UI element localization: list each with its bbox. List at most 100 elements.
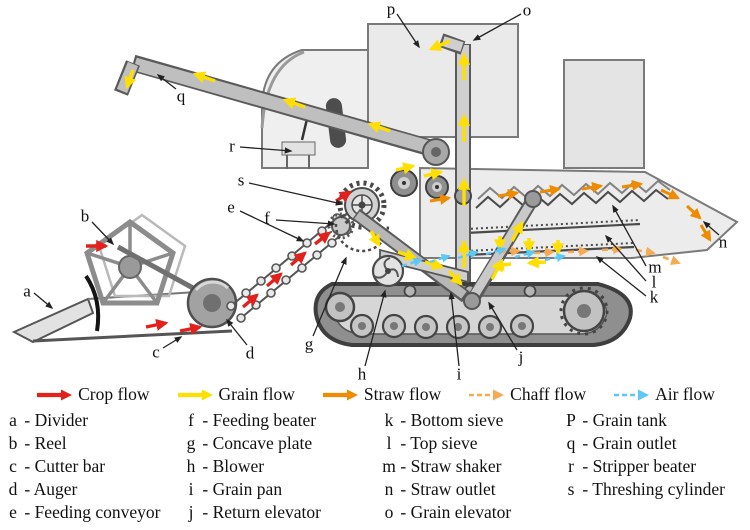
- grain-flow-arrow-icon: [177, 389, 213, 400]
- part-label-d: d: [245, 343, 255, 363]
- part-entry-P: P - Grain tank: [564, 409, 750, 432]
- blower: [371, 254, 405, 288]
- part-label-l: l: [651, 272, 657, 292]
- part-entry-i: i - Grain pan: [184, 478, 382, 501]
- engine-box: [563, 59, 645, 169]
- part-key: m: [382, 456, 396, 476]
- part-entry-o: o - Grain elevator: [382, 501, 564, 524]
- part-name: Auger: [33, 479, 78, 499]
- part-separator: -: [396, 433, 411, 453]
- legend-item-straw_flow: Straw flow: [321, 384, 441, 405]
- chaff-flow-arrow-icon: [469, 389, 505, 400]
- legend-label: Grain flow: [218, 384, 295, 404]
- part-label-j: j: [518, 347, 524, 367]
- grain-flow-arrows: [124, 39, 565, 286]
- part-separator: -: [20, 502, 35, 522]
- part-separator: -: [396, 479, 411, 499]
- part-key: q: [566, 433, 576, 453]
- part-name: Grain outlet: [592, 433, 677, 453]
- part-key: d: [8, 479, 18, 499]
- part-name: Blower: [212, 456, 265, 476]
- part-name: Grain elevator: [410, 502, 512, 522]
- part-key: P: [566, 410, 576, 430]
- part-entry-j: j - Return elevator: [184, 501, 382, 524]
- air-flow-arrow-icon: [614, 389, 650, 400]
- part-label-g: g: [304, 334, 314, 354]
- flow-legend: Crop flow Grain flow Straw flow Chaff flow A…: [0, 381, 750, 408]
- part-entry-n: n - Straw outlet: [382, 478, 564, 501]
- part-name: Cutter bar: [34, 456, 106, 476]
- part-separator: -: [198, 410, 213, 430]
- legend-label: Straw flow: [363, 384, 442, 404]
- part-key: s: [567, 479, 575, 499]
- part-entry-k: k - Bottom sieve: [382, 409, 564, 432]
- console-stand: [281, 141, 316, 156]
- label-leader-lines: [33, 13, 720, 367]
- part-key: a: [9, 410, 17, 430]
- part-label-n: n: [718, 232, 728, 252]
- part-key: r: [568, 456, 574, 476]
- part-key: j: [188, 502, 194, 522]
- part-label-b: b: [80, 206, 90, 226]
- part-separator: -: [578, 410, 593, 430]
- legend-label: Air flow: [655, 384, 715, 404]
- legend-item-crop_flow: Crop flow: [35, 384, 150, 405]
- cutter-bar: [32, 329, 233, 343]
- crop-flow-arrows: [86, 190, 353, 335]
- part-key: c: [9, 456, 17, 476]
- legend-item-chaff_flow: Chaff flow: [467, 384, 586, 405]
- part-separator: -: [396, 410, 411, 430]
- part-name: Grain pan: [212, 479, 283, 499]
- part-label-f: f: [264, 208, 270, 228]
- part-name: Stripper beater: [592, 456, 697, 476]
- part-key: b: [8, 433, 18, 453]
- part-entry-a: a - Divider: [6, 409, 184, 432]
- part-name: Bottom sieve: [410, 410, 504, 430]
- crop-lifter: [84, 274, 101, 332]
- crawler-track: [313, 282, 633, 347]
- part-separator: -: [396, 502, 411, 522]
- divider: [11, 297, 95, 344]
- part-entry-g: g - Concave plate: [184, 432, 382, 455]
- part-entry-c: c - Cutter bar: [6, 455, 184, 478]
- part-key: i: [188, 479, 194, 499]
- air-flow-arrows: [401, 246, 566, 268]
- part-name: Feeding conveyor: [34, 502, 161, 522]
- part-key: k: [384, 410, 394, 430]
- part-entry-h: h - Blower: [184, 455, 382, 478]
- part-label-q: q: [176, 86, 186, 106]
- part-name: Straw shaker: [410, 456, 502, 476]
- part-label-m: m: [648, 257, 662, 277]
- part-separator: -: [578, 456, 593, 476]
- part-entry-b: b - Reel: [6, 432, 184, 455]
- stripper-beater: [390, 169, 472, 205]
- legend-item-air_flow: Air flow: [612, 384, 715, 405]
- part-separator: -: [578, 479, 593, 499]
- part-label-p: p: [386, 0, 396, 19]
- windshield: [260, 50, 305, 129]
- part-name: Return elevator: [212, 502, 321, 522]
- part-separator: -: [578, 433, 593, 453]
- part-entry-r: r - Stripper beater: [564, 455, 750, 478]
- part-separator: -: [20, 410, 35, 430]
- part-entry-e: e - Feeding conveyor: [6, 501, 184, 524]
- part-key: f: [188, 410, 194, 430]
- part-name: Straw outlet: [410, 479, 496, 499]
- part-separator: -: [20, 479, 34, 499]
- part-name: Threshing cylinder: [592, 479, 725, 499]
- part-key: l: [386, 433, 392, 453]
- part-key: g: [186, 433, 196, 453]
- part-label-c: c: [152, 342, 160, 362]
- part-name: Divider: [34, 410, 89, 430]
- part-label-k: k: [649, 287, 659, 307]
- legend-item-grain_flow: Grain flow: [176, 384, 295, 405]
- part-separator: -: [198, 433, 213, 453]
- part-name: Concave plate: [212, 433, 313, 453]
- part-key: h: [186, 456, 196, 476]
